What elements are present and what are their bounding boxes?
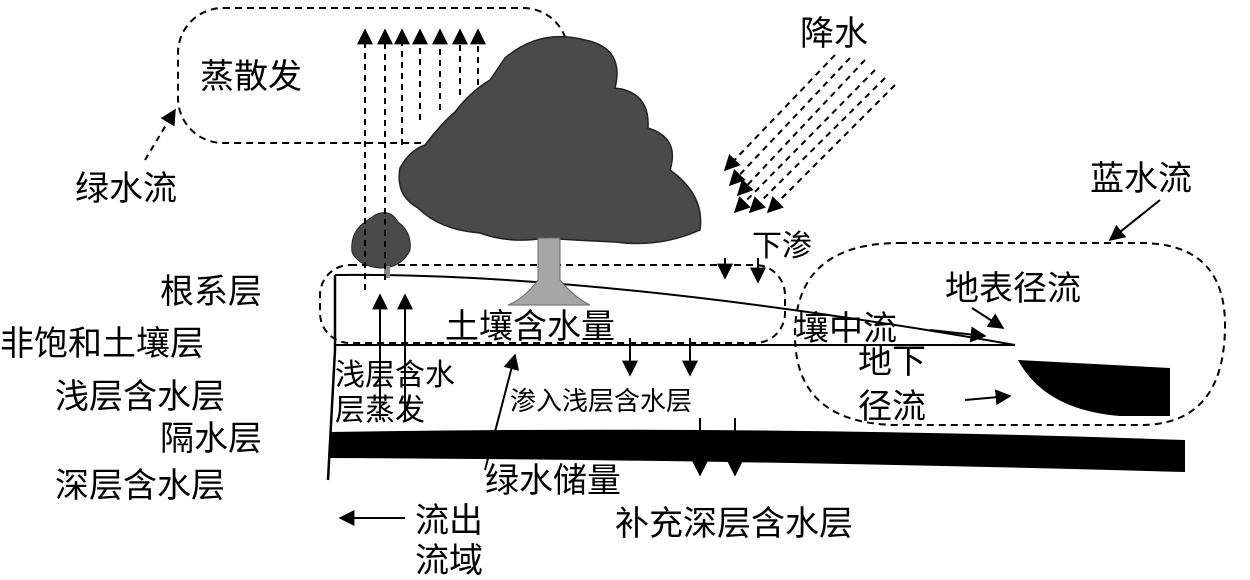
unsaturated-soil-label: 非饱和土壤层 xyxy=(0,324,204,364)
large-tree-crown xyxy=(398,35,702,245)
root-zone-box xyxy=(319,264,786,344)
shallow-evap-label-2: 层蒸发 xyxy=(335,393,425,428)
blue-water-flow-label: 蓝水流 xyxy=(1090,159,1192,199)
blue-water-pointer xyxy=(1108,199,1161,241)
evapotranspiration-bubble xyxy=(177,7,569,144)
recharge-deep-label: 补充深层含水层 xyxy=(615,504,853,544)
blue-water-bubble xyxy=(793,242,1227,426)
small-tree-crown xyxy=(351,212,411,269)
precipitation-arrows xyxy=(723,54,896,214)
green-water-flow-label: 绿水流 xyxy=(75,169,177,209)
aquitard-band xyxy=(330,429,1185,472)
shallow-evap-label-1: 浅层含水 xyxy=(335,358,455,393)
groundwater-runoff-label-2: 径流 xyxy=(858,387,926,427)
ground-surface xyxy=(334,273,1016,346)
evapotranspiration-label: 蒸散发 xyxy=(200,57,302,97)
small-tree-trunk xyxy=(384,266,390,278)
interflow-label: 壤中流 xyxy=(795,309,897,349)
large-tree-trunk xyxy=(507,237,591,306)
outflow-label-2: 流域 xyxy=(415,541,483,580)
groundwater-runoff-arrow xyxy=(964,389,1012,406)
infiltration-label: 下渗 xyxy=(752,229,812,264)
surface-runoff-label: 地表径流 xyxy=(945,269,1081,309)
deep-aquifer-label: 深层含水层 xyxy=(55,466,225,506)
green-storage-arrow xyxy=(484,353,520,471)
seepage-shallow-label: 渗入浅层含水层 xyxy=(510,387,692,417)
shallow-aquifer-label: 浅层含水层 xyxy=(55,377,225,417)
stream-channel xyxy=(1018,360,1170,416)
groundwater-runoff-label-1: 地下 xyxy=(858,342,926,382)
interflow-arrow xyxy=(929,326,987,343)
green-water-storage-label: 绿水储量 xyxy=(485,461,621,501)
soil-moisture-label: 土壤含水量 xyxy=(445,307,615,347)
root-zone-label: 根系层 xyxy=(160,272,262,312)
evapotranspiration-arrows xyxy=(357,28,486,290)
aquitard-label: 隔水层 xyxy=(160,419,262,459)
green-water-pointer xyxy=(144,108,176,161)
surface-runoff-pointer xyxy=(971,307,1005,329)
precipitation-label: 降水 xyxy=(800,14,868,54)
outflow-label-1: 流出 xyxy=(415,501,483,541)
